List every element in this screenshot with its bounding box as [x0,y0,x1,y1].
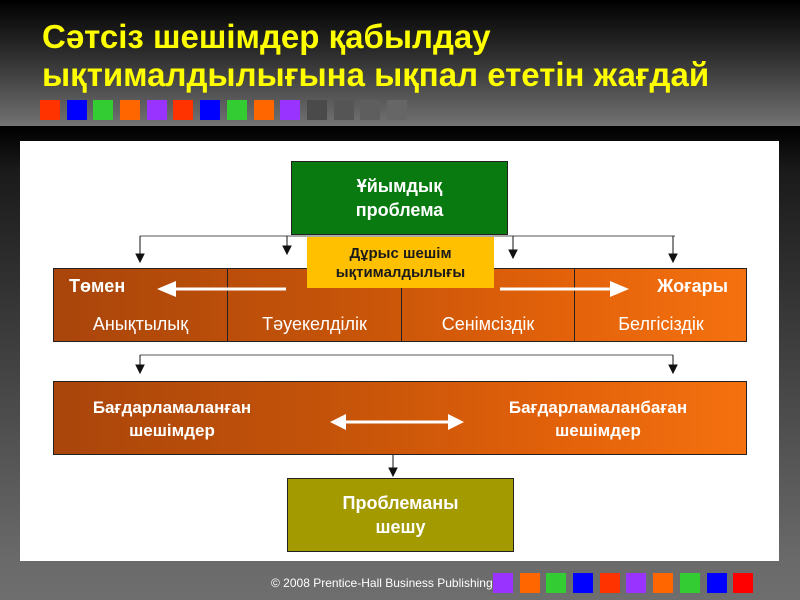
title-line-1: Сәтсіз шешімдер қабылдау [42,18,491,55]
scale-cell-label: Тәуекелділік [262,314,367,334]
decorative-squares-top [40,100,407,120]
color-square [706,573,727,593]
low-label: Төмен [69,276,126,296]
color-square [546,573,567,593]
nonprogrammed-line1: Бағдарламаланбаған [508,398,688,417]
decorative-squares-footer [493,573,754,593]
scale-cell-uncertainty: Сенімсіздік [402,269,575,341]
color-square [280,100,301,120]
nonprogrammed-decisions: Бағдарламаланбаған шешімдер [478,396,718,442]
org-problem-line1: Ұйымдық [356,176,443,196]
programmed-line1: Бағдарламаланған [92,398,252,417]
probability-line1: Дұрыс шешім [349,244,452,262]
color-square [679,573,700,593]
color-square [386,100,407,120]
color-square [653,573,674,593]
probability-box: Дұрыс шешім ықтималдылығы [307,237,494,288]
color-square [226,100,247,120]
solve-problem-box: Проблеманы шешу [287,478,514,552]
scale-cell-risk: Тәуекелділік [228,269,402,341]
color-square [66,100,87,120]
color-square [93,100,114,120]
copyright-text: © 2008 Prentice-Hall Business Publishing [271,576,493,590]
color-square [333,100,354,120]
high-label: Жоғары [657,276,728,296]
nonprogrammed-line2: шешімдер [555,421,641,440]
color-square [306,100,327,120]
color-square [173,100,194,120]
color-square [573,573,594,593]
slide-header: Сәтсіз шешімдер қабылдау ықтималдылығына… [0,0,800,126]
programmed-line2: шешімдер [129,421,215,440]
decision-types-bar: Бағдарламаланған шешімдер Бағдарламаланб… [53,381,747,455]
probability-line2: ықтималдылығы [335,263,466,281]
programmed-decisions: Бағдарламаланған шешімдер [82,396,262,442]
org-problem-line2: проблема [355,200,444,220]
color-square [519,573,540,593]
color-square [40,100,60,120]
color-square [733,573,754,593]
color-square [120,100,141,120]
scale-cell-label: Сенімсіздік [441,314,535,334]
org-problem-box: Ұйымдық проблема [291,161,508,235]
color-square [360,100,381,120]
color-square [599,573,620,593]
scale-cell-ambiguity: Белгісіздік [575,269,747,341]
solve-line2: шешу [375,517,426,537]
scale-cell-label: Белгісіздік [618,314,704,334]
color-square [146,100,167,120]
scale-cell-label: Анықтылық [92,314,189,334]
scale-cell-certainty: Анықтылық [54,269,228,341]
title-line-2: ықтималдылығына ықпал ететін жағдай [42,56,710,93]
color-square [200,100,221,120]
diagram-panel: Ұйымдық проблема Анықтылық Тәуекелділік … [20,141,779,561]
slide-title: Сәтсіз шешімдер қабылдау ықтималдылығына… [42,18,792,94]
color-square [493,573,513,593]
color-square [626,573,647,593]
color-square [253,100,274,120]
solve-line1: Проблеманы [342,493,459,513]
